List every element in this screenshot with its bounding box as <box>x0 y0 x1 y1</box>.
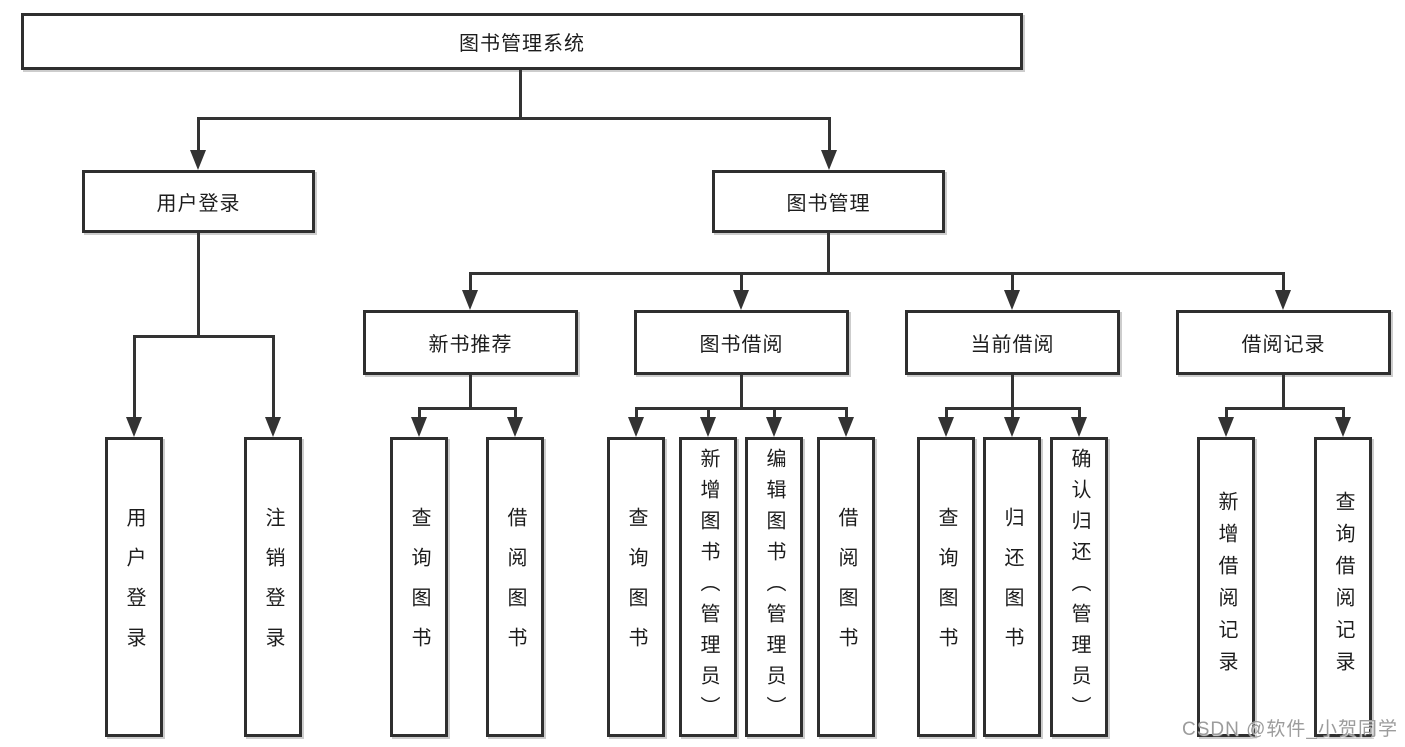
edge-drop <box>945 407 948 419</box>
node-borrow-records-label: 借阅记录 <box>1241 334 1326 356</box>
csdn-watermark: CSDN @软件_小贺同学 <box>1182 719 1398 740</box>
arrow-down-icon <box>265 417 281 437</box>
leaf-edit-books-admin: 编辑图书（管理员） <box>745 437 803 737</box>
arrow-down-icon <box>1004 417 1020 437</box>
leaf-query-books-borrow-label: 查询图书 <box>625 507 647 667</box>
arrow-down-icon <box>1071 417 1087 437</box>
edge-drop <box>707 407 710 419</box>
edge-rail-book-borrow <box>635 407 847 410</box>
node-book-borrow: 图书借阅 <box>634 310 849 375</box>
leaf-query-books-recommend-label: 查询图书 <box>408 507 430 667</box>
edge-drop-leaf-logout <box>272 335 275 419</box>
leaf-user-login: 用户登录 <box>105 437 163 737</box>
node-root-label: 图书管理系统 <box>459 33 585 55</box>
edge-drop <box>1342 407 1345 419</box>
node-book-management-label: 图书管理 <box>786 193 871 215</box>
edge-drop <box>1011 407 1014 419</box>
arrow-down-icon <box>190 150 206 170</box>
edge-drop <box>1078 407 1081 419</box>
node-book-management: 图书管理 <box>712 170 945 233</box>
edge-stem-new-book <box>469 375 472 410</box>
edge-rail-new-book <box>418 407 516 410</box>
leaf-logout: 注销登录 <box>244 437 302 737</box>
leaf-query-books-borrow: 查询图书 <box>607 437 665 737</box>
arrow-down-icon <box>700 417 716 437</box>
arrow-down-icon <box>1275 290 1291 310</box>
edge-stem-book-mgmt <box>827 232 830 275</box>
leaf-add-books-admin-label: 新增图书（管理员） <box>697 447 719 727</box>
edge-stem-current-borrow <box>1011 375 1014 410</box>
edge-drop-user-login <box>197 117 200 152</box>
leaf-query-books-current: 查询图书 <box>917 437 975 737</box>
leaf-confirm-return-admin-label: 确认归还（管理员） <box>1068 447 1090 727</box>
leaf-return-books-label: 归还图书 <box>1001 507 1023 667</box>
leaf-add-borrow-record: 新增借阅记录 <box>1197 437 1255 737</box>
leaf-add-borrow-record-label: 新增借阅记录 <box>1215 491 1237 683</box>
leaf-query-books-current-label: 查询图书 <box>935 507 957 667</box>
edge-drop <box>773 407 776 419</box>
node-current-borrow: 当前借阅 <box>905 310 1120 375</box>
arrow-down-icon <box>1335 417 1351 437</box>
edge-rail-user-login <box>133 335 275 338</box>
leaf-borrow-books-label: 借阅图书 <box>835 507 857 667</box>
leaf-borrow-books-recommend-label: 借阅图书 <box>504 507 526 667</box>
edge-drop-current-borrow <box>1011 272 1014 292</box>
edge-rail-borrow-records <box>1225 407 1344 410</box>
node-user-login: 用户登录 <box>82 170 315 233</box>
node-new-book-recommend: 新书推荐 <box>363 310 578 375</box>
edge-drop-book-borrow <box>740 272 743 292</box>
node-user-login-label: 用户登录 <box>156 193 241 215</box>
node-current-borrow-label: 当前借阅 <box>970 334 1055 356</box>
leaf-add-books-admin: 新增图书（管理员） <box>679 437 737 737</box>
node-new-book-recommend-label: 新书推荐 <box>428 334 513 356</box>
arrow-down-icon <box>507 417 523 437</box>
edge-drop-book-mgmt <box>828 117 831 152</box>
arrow-down-icon <box>1218 417 1234 437</box>
edge-rail-book-mgmt <box>469 272 1285 275</box>
node-book-borrow-label: 图书借阅 <box>699 334 784 356</box>
edge-drop <box>418 407 421 419</box>
arrow-down-icon <box>766 417 782 437</box>
leaf-logout-label: 注销登录 <box>262 507 284 667</box>
leaf-query-borrow-record: 查询借阅记录 <box>1314 437 1372 737</box>
leaf-borrow-books-recommend: 借阅图书 <box>486 437 544 737</box>
leaf-return-books: 归还图书 <box>983 437 1041 737</box>
leaf-borrow-books: 借阅图书 <box>817 437 875 737</box>
edge-drop <box>1225 407 1228 419</box>
arrow-down-icon <box>821 150 837 170</box>
arrow-down-icon <box>462 290 478 310</box>
leaf-query-borrow-record-label: 查询借阅记录 <box>1332 491 1354 683</box>
edge-drop-borrow-records <box>1282 272 1285 292</box>
edge-stem-book-borrow <box>740 375 743 410</box>
edge-stem-root <box>519 70 522 120</box>
edge-rail-root <box>197 117 830 120</box>
arrow-down-icon <box>733 290 749 310</box>
leaf-user-login-label: 用户登录 <box>123 507 145 667</box>
arrow-down-icon <box>838 417 854 437</box>
node-root-system: 图书管理系统 <box>21 13 1023 70</box>
arrow-down-icon <box>628 417 644 437</box>
edge-drop <box>845 407 848 419</box>
edge-stem-borrow-records <box>1282 375 1285 410</box>
edge-drop <box>514 407 517 419</box>
edge-drop <box>635 407 638 419</box>
edge-drop-leaf-login <box>133 335 136 419</box>
arrow-down-icon <box>126 417 142 437</box>
arrow-down-icon <box>938 417 954 437</box>
edge-drop-new-book <box>469 272 472 292</box>
node-borrow-records: 借阅记录 <box>1176 310 1391 375</box>
leaf-confirm-return-admin: 确认归还（管理员） <box>1050 437 1108 737</box>
leaf-edit-books-admin-label: 编辑图书（管理员） <box>763 447 785 727</box>
arrow-down-icon <box>1004 290 1020 310</box>
leaf-query-books-recommend: 查询图书 <box>390 437 448 737</box>
arrow-down-icon <box>411 417 427 437</box>
edge-stem-user-login <box>197 233 200 337</box>
